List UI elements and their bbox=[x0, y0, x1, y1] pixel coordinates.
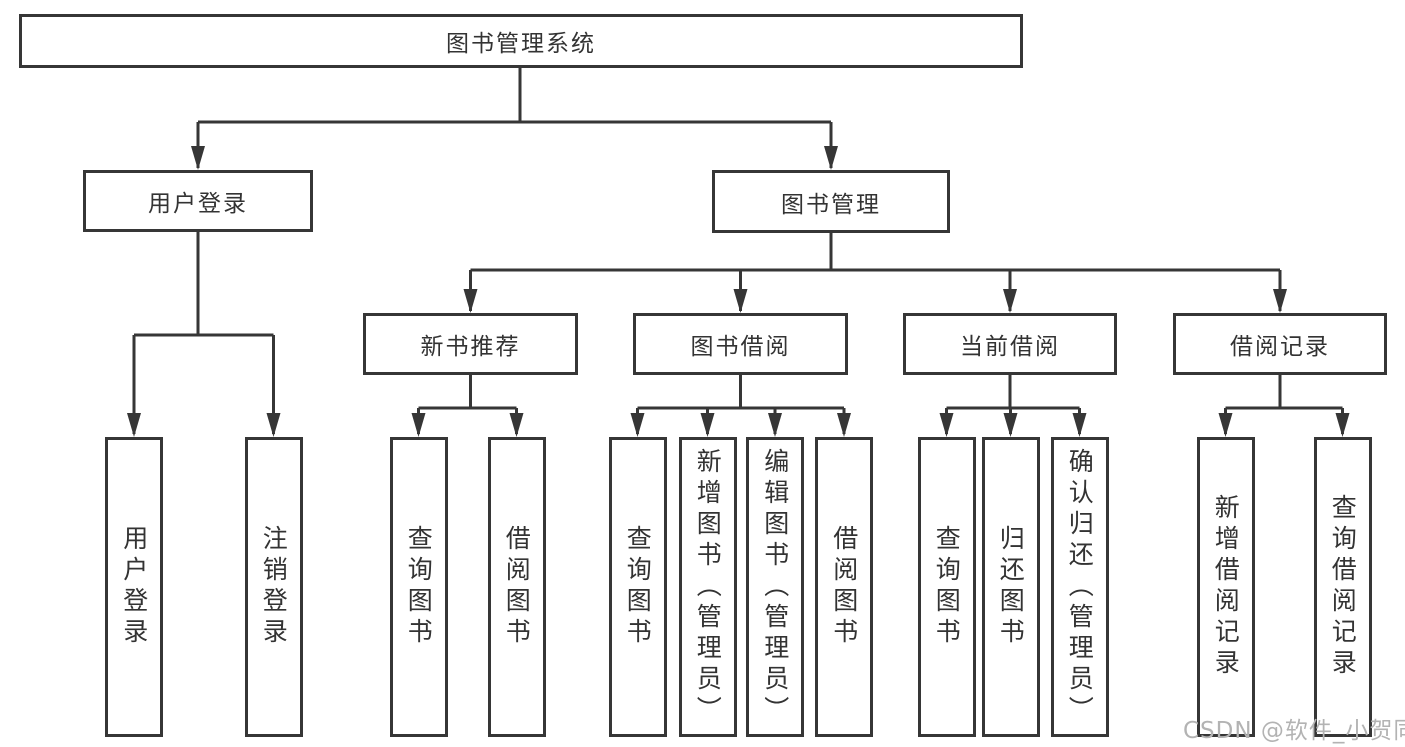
node-user-login: 用户登录 bbox=[83, 170, 313, 232]
leaf-edit-books-admin: 编辑图书（管理员） bbox=[746, 437, 804, 737]
leaf-user-login: 用户登录 bbox=[105, 437, 163, 737]
leaf-query-books-recommend: 查询图书 bbox=[389, 437, 448, 737]
leaf-borrow-books: 借阅图书 bbox=[815, 437, 873, 737]
arrow-down-icon bbox=[127, 413, 141, 437]
arrow-down-icon bbox=[837, 413, 851, 437]
node-new-book-recommend-label: 新书推荐 bbox=[420, 334, 521, 360]
arrow-down-icon bbox=[630, 413, 645, 437]
leaf-user-login-label: 用户登录 bbox=[119, 525, 149, 649]
arrow-down-icon bbox=[824, 146, 838, 170]
arrow-down-icon bbox=[1335, 413, 1350, 437]
arrow-down-icon bbox=[1273, 289, 1287, 313]
leaf-query-books-current: 查询图书 bbox=[917, 437, 976, 737]
leaf-add-books-admin-label: 新增图书（管理员） bbox=[693, 447, 723, 727]
arrow-down-icon bbox=[463, 289, 478, 313]
node-book-management: 图书管理 bbox=[712, 170, 950, 233]
node-borrow-records-label: 借阅记录 bbox=[1230, 334, 1330, 360]
leaf-edit-books-admin-label: 编辑图书（管理员） bbox=[760, 447, 790, 727]
leaf-add-borrow-record-label: 新增借阅记录 bbox=[1211, 494, 1241, 680]
leaf-return-books: 归还图书 bbox=[981, 437, 1040, 737]
arrow-down-icon bbox=[191, 146, 205, 170]
node-book-borrow: 图书借阅 bbox=[633, 313, 848, 375]
leaf-logout-label: 注销登录 bbox=[259, 525, 289, 649]
arrow-down-icon bbox=[509, 413, 524, 437]
leaf-borrow-books-label: 借阅图书 bbox=[829, 525, 859, 649]
leaf-logout: 注销登录 bbox=[244, 437, 303, 737]
node-user-login-label: 用户登录 bbox=[148, 191, 248, 217]
leaf-add-borrow-record: 新增借阅记录 bbox=[1196, 437, 1255, 737]
watermark: CSDN @软件_小贺同学 bbox=[1183, 718, 1405, 744]
leaf-query-books-borrow-label: 查询图书 bbox=[623, 525, 653, 649]
arrow-down-icon bbox=[939, 413, 954, 437]
arrow-down-icon bbox=[768, 413, 782, 437]
arrow-down-icon bbox=[1072, 413, 1087, 437]
arrow-down-icon bbox=[700, 413, 715, 437]
node-root: 图书管理系统 bbox=[19, 14, 1023, 68]
leaf-confirm-return-admin: 确认归还（管理员） bbox=[1050, 437, 1109, 737]
node-book-management-label: 图书管理 bbox=[781, 191, 881, 218]
node-book-borrow-label: 图书借阅 bbox=[690, 334, 791, 360]
leaf-query-books-borrow: 查询图书 bbox=[608, 437, 667, 737]
leaf-query-books-current-label: 查询图书 bbox=[932, 525, 962, 649]
node-borrow-records: 借阅记录 bbox=[1173, 313, 1387, 375]
leaf-query-borrow-record: 查询借阅记录 bbox=[1313, 437, 1372, 737]
arrow-down-icon bbox=[411, 413, 426, 437]
leaf-add-books-admin: 新增图书（管理员） bbox=[678, 437, 737, 737]
arrow-down-icon bbox=[1003, 413, 1018, 437]
node-current-borrow-label: 当前借阅 bbox=[960, 334, 1060, 360]
leaf-return-books-label: 归还图书 bbox=[996, 525, 1026, 649]
node-new-book-recommend: 新书推荐 bbox=[363, 313, 578, 375]
arrow-down-icon bbox=[733, 289, 748, 313]
connector-edges bbox=[132, 68, 1344, 434]
leaf-borrow-books-recommend: 借阅图书 bbox=[487, 437, 546, 737]
leaf-query-borrow-record-label: 查询借阅记录 bbox=[1328, 494, 1358, 680]
node-root-label: 图书管理系统 bbox=[446, 31, 596, 57]
leaf-borrow-books-recommend-label: 借阅图书 bbox=[502, 525, 532, 649]
arrow-down-icon bbox=[1003, 289, 1017, 313]
node-current-borrow: 当前借阅 bbox=[903, 313, 1117, 375]
arrowhead-icons bbox=[127, 146, 1350, 437]
arrow-down-icon bbox=[1218, 413, 1233, 437]
leaf-confirm-return-admin-label: 确认归还（管理员） bbox=[1065, 447, 1095, 727]
arrow-down-icon bbox=[266, 413, 281, 437]
leaf-query-books-recommend-label: 查询图书 bbox=[404, 525, 434, 649]
